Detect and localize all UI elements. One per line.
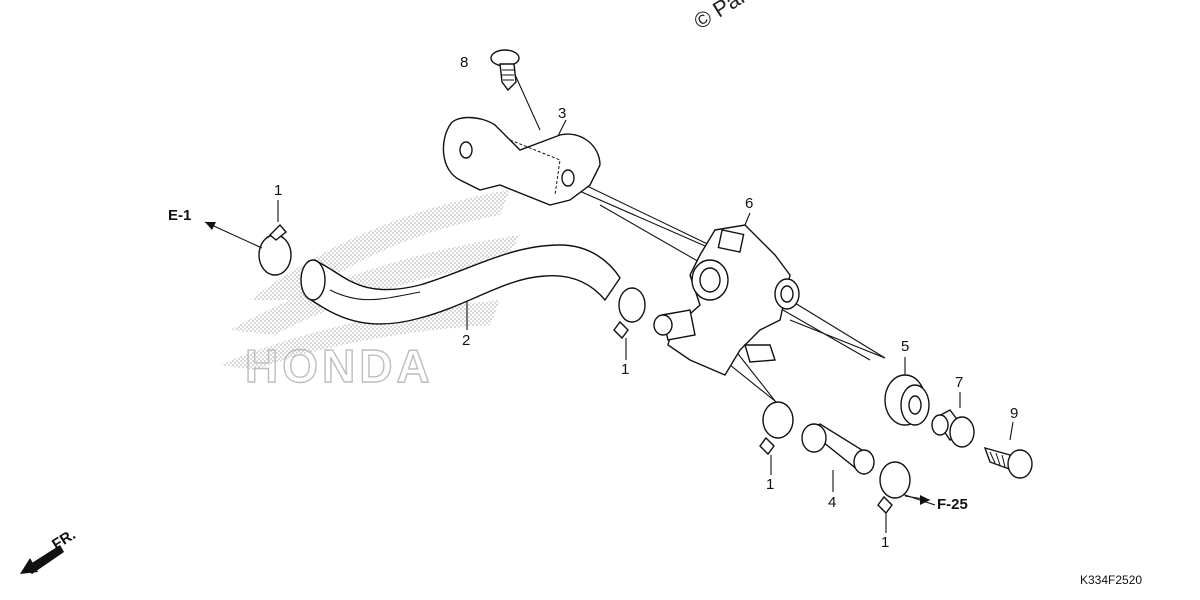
- copyright-watermark: © Par: [689, 0, 750, 34]
- bolt-part: [983, 446, 1033, 479]
- front-direction-indicator: FR.: [20, 526, 79, 574]
- diagram-code: K334F2520: [1080, 573, 1142, 587]
- clip-ring-a: [258, 223, 292, 276]
- callout-valve: 6: [745, 195, 753, 212]
- callout-clip-b: 1: [621, 361, 629, 378]
- screw-part: [490, 49, 520, 92]
- callout-hose: 2: [462, 332, 470, 349]
- callout-clip-c: 1: [766, 476, 774, 493]
- air-valve-part: [653, 224, 800, 376]
- callout-clip-a: 1: [274, 182, 282, 199]
- clip-ring-d: [877, 461, 911, 515]
- grommet-part: [884, 374, 930, 426]
- collar-part: [931, 409, 975, 448]
- callout-bolt: 9: [1010, 405, 1018, 422]
- hose-part: [300, 244, 621, 325]
- e1-reference: E-1: [168, 207, 263, 249]
- clip-ring-c: [759, 401, 794, 456]
- callout-screw: 8: [460, 54, 468, 71]
- callout-clip-d: 1: [881, 534, 889, 551]
- callout-bracket: 3: [558, 105, 566, 122]
- f25-reference-label: F-25: [937, 496, 968, 513]
- callout-collar: 7: [955, 374, 963, 391]
- bracket-part: [442, 116, 601, 206]
- honda-brand-text: HONDA: [245, 340, 434, 392]
- callout-tube: 4: [828, 494, 836, 511]
- tube-part: [801, 423, 875, 475]
- e1-reference-label: E-1: [168, 207, 191, 224]
- f25-reference: F-25: [904, 495, 968, 513]
- clip-ring-b: [613, 287, 646, 340]
- callout-grommet: 5: [901, 338, 909, 355]
